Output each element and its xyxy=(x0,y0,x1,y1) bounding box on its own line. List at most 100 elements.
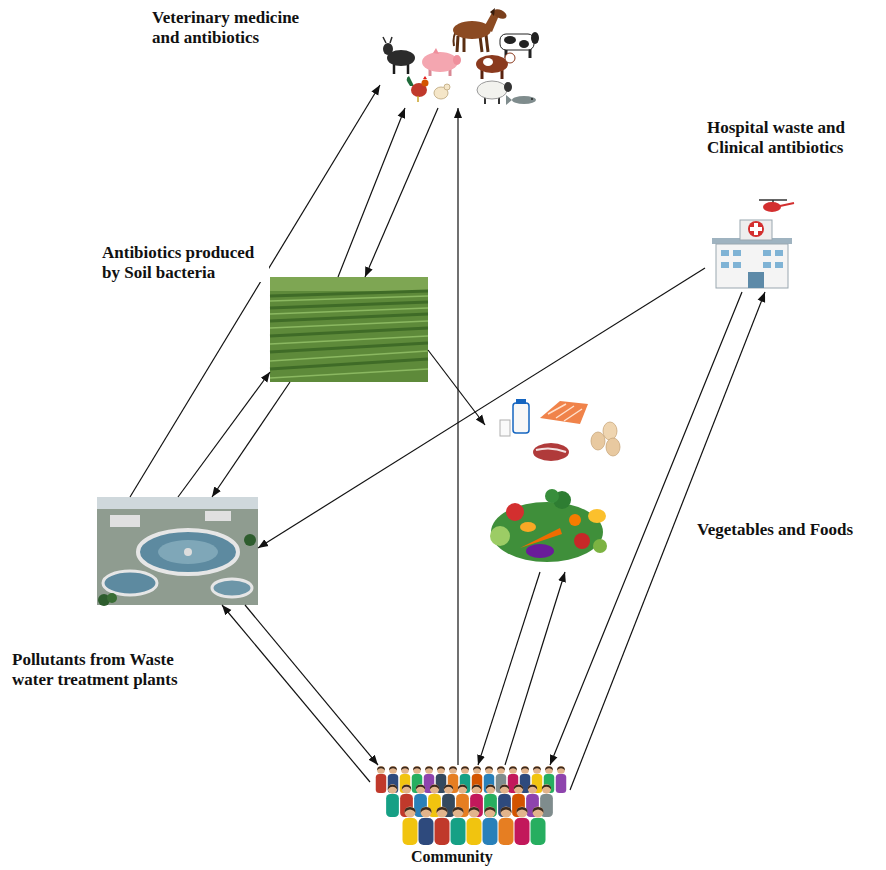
animals-illustration xyxy=(444,84,450,90)
animals-illustration xyxy=(383,7,539,105)
crowd-illustration xyxy=(451,807,466,846)
food-node: Vegetables and Foods xyxy=(485,398,625,572)
animals-illustration xyxy=(383,43,393,55)
food-illustration xyxy=(588,509,606,523)
flow-arrow xyxy=(457,108,458,765)
treatment-plant-illustration xyxy=(97,497,258,606)
crowd-illustration xyxy=(403,807,418,846)
node-label: Antibiotics produced by Soil bacteria xyxy=(100,243,269,282)
flow-arrow xyxy=(365,108,438,277)
animals-illustration xyxy=(477,81,507,99)
animals-illustration xyxy=(453,55,461,65)
hospital-illustration xyxy=(740,220,772,240)
crowd-illustration xyxy=(435,807,450,846)
crowd-illustration xyxy=(499,807,514,846)
flow-arrow xyxy=(570,292,765,790)
treatment-plant-illustration xyxy=(138,530,238,574)
hospital-illustration xyxy=(721,262,729,268)
field-illustration xyxy=(270,277,428,382)
node-label: Community xyxy=(409,848,495,866)
animals-illustration xyxy=(483,58,493,66)
flow-arrow xyxy=(212,382,290,497)
food-illustration xyxy=(506,503,524,521)
food-illustration xyxy=(548,404,582,421)
animals-illustration xyxy=(463,36,466,52)
crowd-illustration xyxy=(467,807,482,846)
field-illustration xyxy=(270,277,428,382)
animals-illustration xyxy=(480,36,482,52)
crowd-illustration xyxy=(376,766,567,845)
food-illustration xyxy=(491,502,603,562)
food-illustration xyxy=(545,489,559,503)
food-illustration xyxy=(591,432,605,450)
soil-node: Antibiotics produced by Soil bacteria xyxy=(270,277,428,382)
field-illustration xyxy=(270,291,428,369)
treatment-plant-illustration xyxy=(158,540,218,564)
crowd-illustration xyxy=(376,766,387,793)
animals-illustration xyxy=(453,21,491,39)
animals-illustration xyxy=(423,76,427,79)
hospital-illustration xyxy=(748,272,764,288)
crowd-illustration xyxy=(515,807,530,846)
animals-illustration xyxy=(531,98,533,100)
hospital-illustration xyxy=(780,203,794,206)
field-illustration xyxy=(270,277,428,291)
flow-arrow xyxy=(505,572,565,765)
treatment-plant-illustration xyxy=(212,579,252,597)
hospital-illustration xyxy=(763,250,771,256)
food-illustration xyxy=(490,399,620,562)
food-illustration xyxy=(500,420,510,436)
crowd-illustration xyxy=(556,766,567,793)
treatment-plant-illustration xyxy=(97,497,258,605)
treatment-plant-illustration xyxy=(107,593,117,603)
animals-illustration xyxy=(486,35,488,52)
food-illustration xyxy=(513,403,529,433)
animals-illustration xyxy=(504,36,516,44)
animals-illustration xyxy=(393,64,396,74)
food-illustration xyxy=(536,448,566,452)
food-illustration xyxy=(490,526,510,546)
animals-illustration xyxy=(422,80,429,87)
crowd-illustration xyxy=(531,807,546,846)
hospital-node: Hospital waste and Clinical antibiotics xyxy=(705,195,800,292)
hospital-illustration xyxy=(763,262,771,268)
hospital-illustration xyxy=(733,250,741,256)
animals-illustration xyxy=(506,95,512,105)
animals-illustration xyxy=(504,82,512,92)
hospital-illustration xyxy=(763,202,781,212)
animals-illustration xyxy=(512,96,536,104)
animals-illustration xyxy=(457,36,458,52)
animals-illustration xyxy=(407,76,414,86)
animals-illustration xyxy=(505,53,515,63)
hospital-illustration xyxy=(750,227,762,231)
node-label: Hospital waste and Clinical antibiotics xyxy=(705,118,879,157)
hospital-illustration xyxy=(712,200,794,288)
food-illustration xyxy=(533,443,569,461)
food-illustration xyxy=(593,539,607,553)
node-label: Pollutants from Waste water treatment pl… xyxy=(10,650,199,689)
animals-illustration xyxy=(417,96,419,102)
animals-illustration xyxy=(490,8,495,16)
treatment-plant-illustration xyxy=(97,497,258,509)
food-illustration xyxy=(526,544,554,558)
flow-arrow xyxy=(428,350,485,425)
community-node: Community xyxy=(370,765,570,845)
crowd-illustration xyxy=(419,807,434,846)
flow-arrow xyxy=(245,605,378,765)
food-illustration xyxy=(520,522,536,532)
node-label: Veterinary medicine and antibiotics xyxy=(150,8,324,47)
flow-arrow xyxy=(222,605,370,782)
flow-arrow xyxy=(130,85,380,497)
field-illustration xyxy=(270,296,428,378)
food-illustration xyxy=(540,401,588,424)
food-illustration xyxy=(606,438,620,456)
treatment-plant-illustration xyxy=(103,571,157,595)
animals-illustration xyxy=(531,32,539,44)
animals-node: Veterinary medicine and antibiotics xyxy=(380,5,540,108)
node-label: Vegetables and Foods xyxy=(695,520,855,540)
treatment-plant-illustration xyxy=(184,548,192,556)
animals-illustration xyxy=(383,37,392,43)
food-illustration xyxy=(516,399,526,404)
food-illustration xyxy=(603,422,617,440)
